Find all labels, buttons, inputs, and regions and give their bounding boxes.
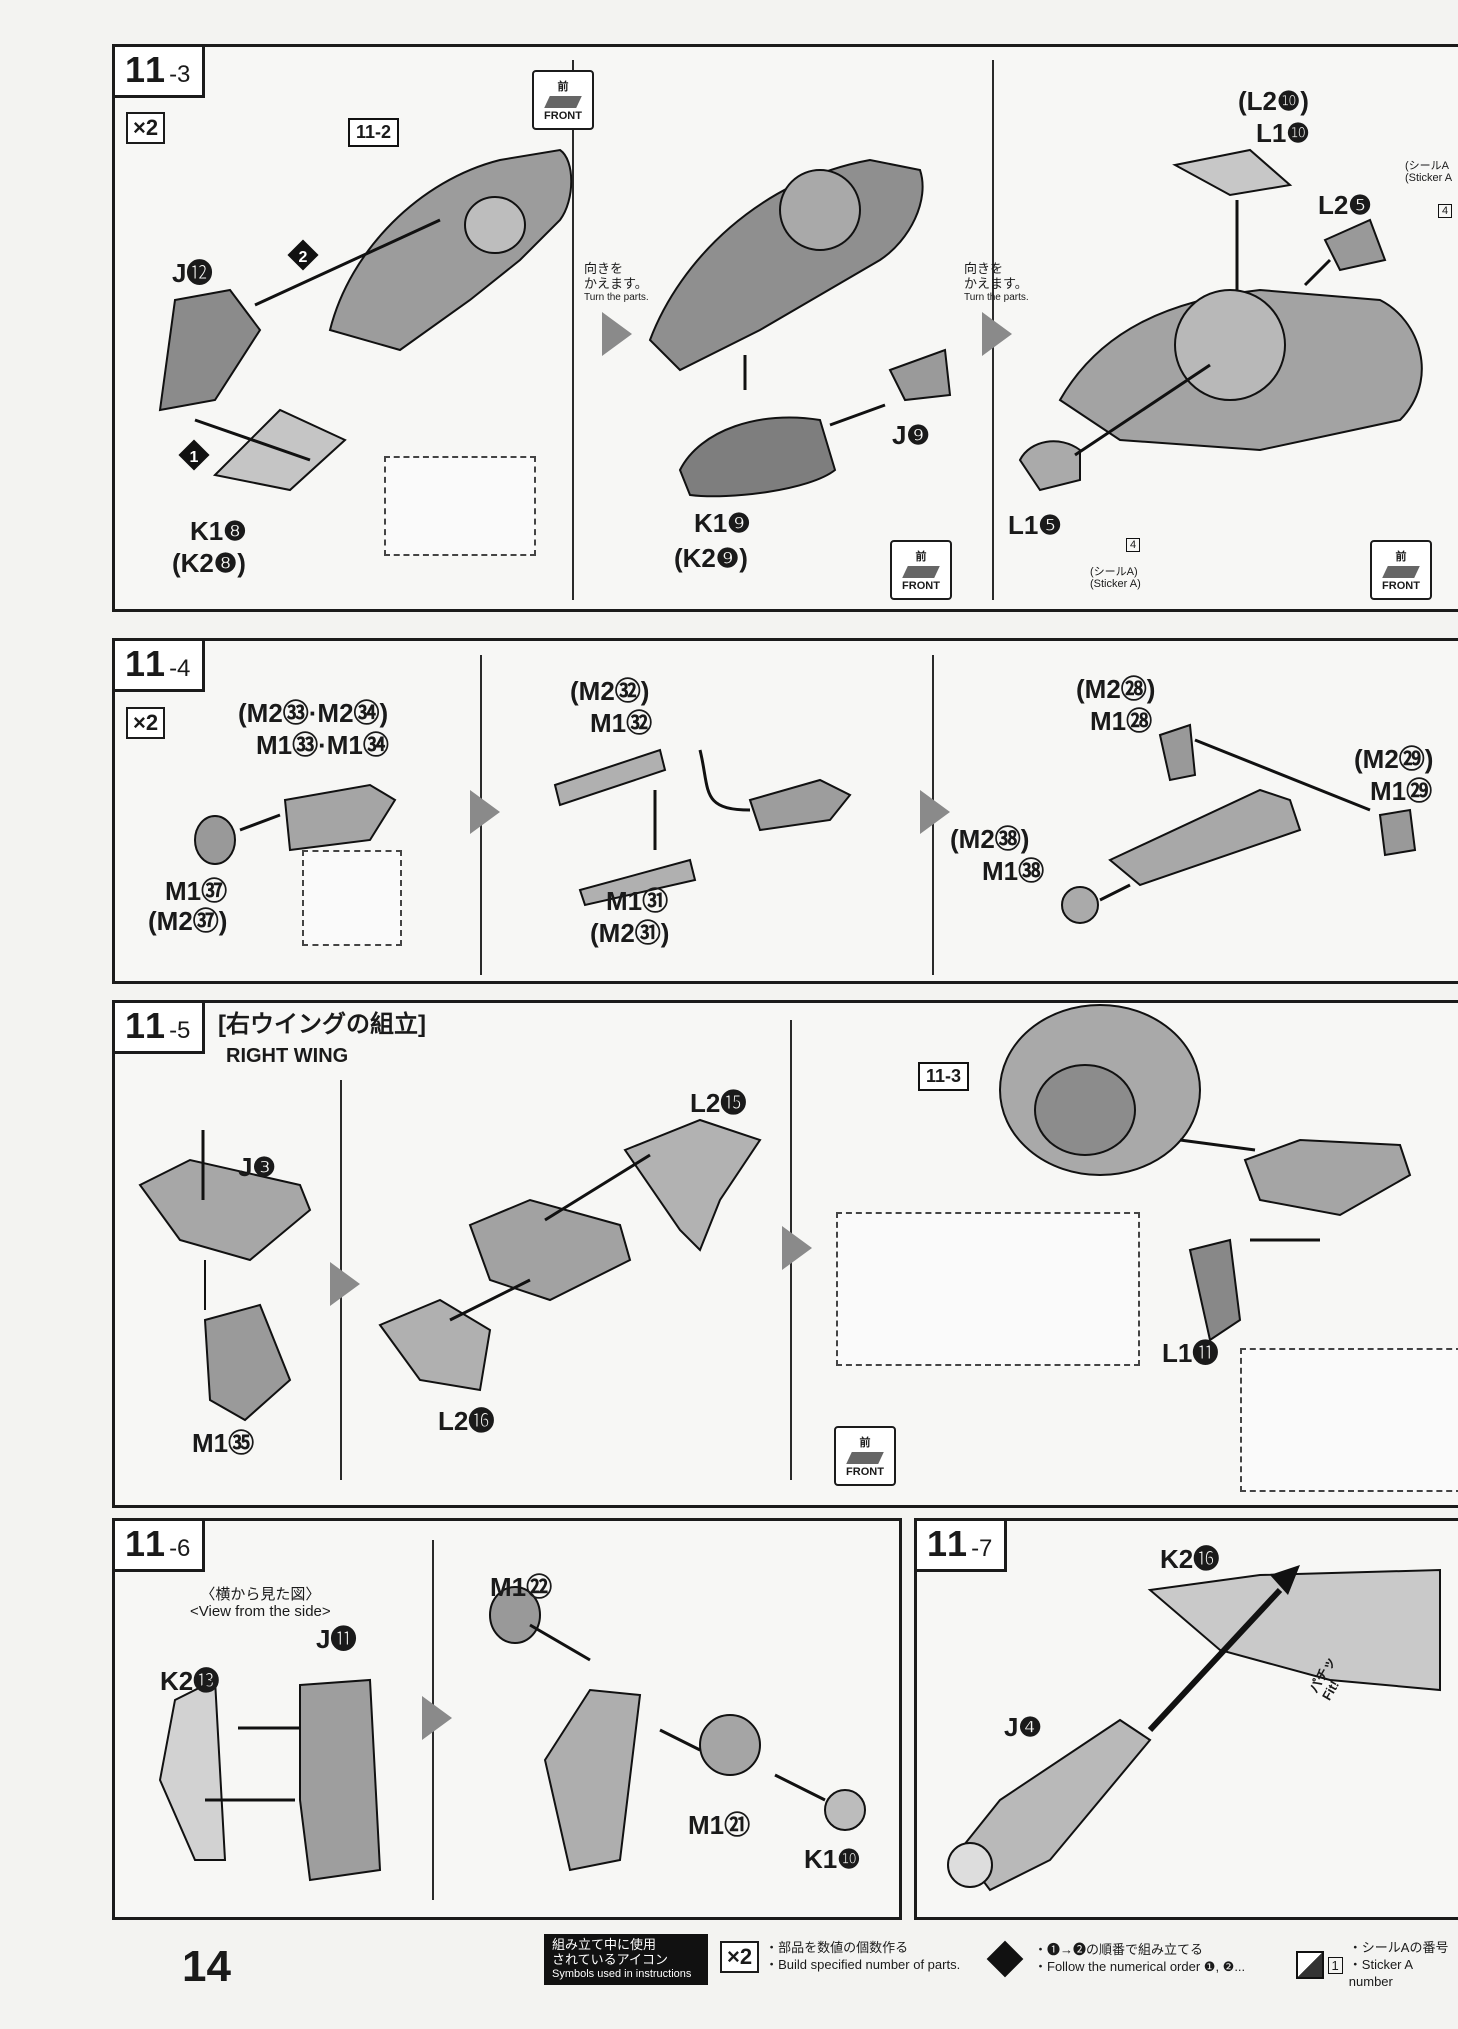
- turn-parts-note: 向きを かえます。 Turn the parts.: [584, 261, 649, 303]
- sticker-note: (シールA (Sticker A: [1405, 160, 1453, 185]
- part-label: M1㊳: [982, 856, 1045, 886]
- part-label: (K2❽): [172, 548, 246, 578]
- sticker-number-icon: 1: [1327, 1956, 1343, 1974]
- step-11-6-panel: [112, 1518, 902, 1920]
- ref-tag: 11-3: [918, 1062, 970, 1091]
- step-number: 11: [927, 1523, 970, 1564]
- part-label: M1㉑: [688, 1810, 751, 1840]
- part-label: K1❾: [694, 508, 751, 538]
- part-label: M1㉘: [1090, 706, 1153, 736]
- part-label: (L2❿): [1238, 86, 1309, 116]
- part-label: (M2㉝·M2㉞): [238, 698, 389, 728]
- part-label: L2⓯: [690, 1088, 747, 1118]
- part-label: J❹: [1004, 1712, 1042, 1742]
- step-11-6-tag: 11 -6: [115, 1521, 206, 1572]
- detail-callout: [836, 1212, 1140, 1366]
- sticker-number: 4: [1438, 204, 1453, 218]
- part-label: J⓬: [172, 258, 213, 288]
- order-diamond-icon: [986, 1940, 1024, 1978]
- next-step-arrow: [782, 1226, 812, 1270]
- part-label: M1㉒: [490, 1572, 553, 1602]
- part-label: (M2㊳): [950, 824, 1030, 854]
- step-sub-number: -4: [169, 655, 191, 682]
- part-label: K2⓰: [1160, 1544, 1220, 1574]
- part-label: (M2㉙): [1354, 744, 1434, 774]
- part-label: K2⓭: [160, 1666, 220, 1696]
- part-label: M1㉝·M1㉞: [256, 730, 389, 760]
- turn-parts-note: 向きを かえます。 Turn the parts.: [964, 261, 1029, 303]
- ref-tag: 11-2: [348, 118, 400, 147]
- part-label: M1㉙: [1370, 776, 1433, 806]
- svg-text:2: 2: [299, 249, 308, 266]
- part-label: J❸: [238, 1152, 276, 1182]
- multiplier-badge: ×2: [126, 112, 166, 144]
- order-marker-1: 1: [178, 439, 210, 471]
- legend-title: 組み立て中に使用 されているアイコン Symbols used in instr…: [544, 1934, 708, 1985]
- next-step-arrow: [470, 790, 500, 834]
- svg-text:1: 1: [190, 449, 199, 466]
- part-label: M1㊲: [165, 876, 228, 906]
- step-sub-number: -7: [971, 1535, 993, 1562]
- step-11-3-tag: 11 -3: [115, 47, 206, 98]
- step-sub-number: -3: [169, 61, 191, 88]
- sticker-number: 4: [1126, 538, 1141, 552]
- detail-callout: [1240, 1348, 1458, 1492]
- part-label: (K2❾): [674, 543, 748, 573]
- sticker-icon: [1296, 1951, 1324, 1980]
- step-sub-number: -6: [169, 1535, 191, 1562]
- order-marker-2: 2: [287, 239, 319, 271]
- legend-sticker: 1 ・シールAの番号 ・Sticker A number: [1296, 1940, 1458, 1991]
- step-number: 11: [125, 1005, 168, 1046]
- part-label: L1❺: [1008, 510, 1062, 540]
- step-title-jp: [右ウイングの組立]: [218, 1011, 426, 1038]
- step-number: 11: [125, 1523, 168, 1564]
- step-11-4-tag: 11 -4: [115, 641, 206, 692]
- sticker-note: (シールA) (Sticker A): [1090, 566, 1141, 591]
- part-label: L1❿: [1256, 118, 1310, 148]
- detail-callout: [302, 850, 402, 946]
- part-label: J❾: [892, 420, 930, 450]
- part-label: L1⓫: [1162, 1338, 1219, 1368]
- next-step-arrow: [982, 312, 1012, 356]
- step-11-5-tag: 11 -5: [115, 1003, 206, 1054]
- next-step-arrow: [602, 312, 632, 356]
- panel-divider: [572, 60, 574, 600]
- step-sub-number: -5: [169, 1017, 191, 1044]
- part-label: M1㉛: [606, 886, 669, 916]
- side-view-caption: 〈横から見た図〉 <View from the side>: [190, 1586, 331, 1621]
- legend-multiplier: ×2 ・部品を数値の個数作る ・Build specified number o…: [720, 1940, 960, 1974]
- step-number: 11: [125, 49, 168, 90]
- part-label: (M2㊲): [148, 906, 228, 936]
- part-label: K1❿: [804, 1844, 861, 1874]
- step-11-7-tag: 11 -7: [917, 1521, 1008, 1572]
- part-label: M1㉟: [192, 1428, 255, 1458]
- part-label: (M2㉛): [590, 918, 670, 948]
- next-step-arrow: [422, 1696, 452, 1740]
- next-step-arrow: [920, 790, 950, 834]
- page-number: 14: [182, 1942, 231, 1991]
- part-label: (M2㉘): [1076, 674, 1156, 704]
- part-label: J⓫: [316, 1624, 357, 1654]
- multiplier-badge: ×2: [126, 707, 166, 739]
- legend-order: ・❶→❷の順番で組み立てる ・Follow the numerical orde…: [986, 1940, 1245, 1978]
- next-step-arrow: [330, 1262, 360, 1306]
- part-label: (M2㉜): [570, 676, 650, 706]
- detail-callout: [384, 456, 536, 556]
- step-number: 11: [125, 643, 168, 684]
- part-label: K1❽: [190, 516, 247, 546]
- step-title-en: RIGHT WING: [226, 1045, 349, 1067]
- part-label: M1㉜: [590, 708, 653, 738]
- part-label: L2⓰: [438, 1406, 495, 1436]
- part-label: L2❺: [1318, 190, 1372, 220]
- multiplier-icon: ×2: [720, 1940, 760, 1973]
